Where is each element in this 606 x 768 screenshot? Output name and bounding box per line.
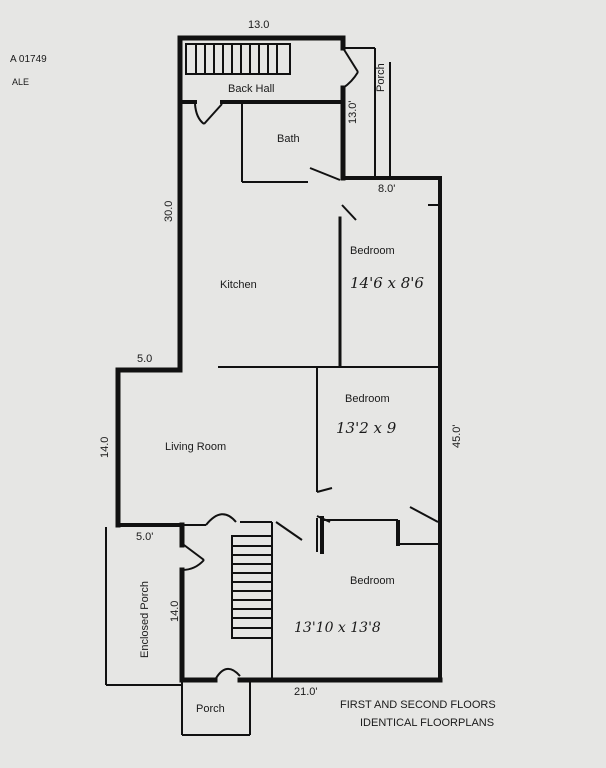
- room-bedroom-1: Bedroom: [350, 245, 395, 257]
- dim-bottom-width: 21.0': [294, 686, 318, 698]
- room-porch-bottom: Porch: [196, 703, 225, 715]
- main-stairs: [231, 535, 273, 639]
- exterior-walls: [115, 35, 443, 683]
- doors: [181, 47, 440, 681]
- dim-porch-step-width: 5.0': [136, 531, 153, 543]
- caption-line2: IDENTICAL FLOORPLANS: [360, 717, 494, 729]
- room-bath: Bath: [277, 133, 300, 145]
- caption-line1: FIRST AND SECOND FLOORS: [340, 699, 496, 711]
- room-kitchen: Kitchen: [220, 279, 257, 291]
- room-bedroom-2: Bedroom: [345, 393, 390, 405]
- room-living-room: Living Room: [165, 441, 226, 453]
- room-porch-top: Porch: [375, 63, 387, 92]
- dim-top-width: 13.0: [248, 19, 269, 31]
- dim-bedroom1-width: 8.0': [378, 183, 395, 195]
- dim-total-length: 45.0': [451, 424, 463, 448]
- room-enclosed-porch: Enclosed Porch: [139, 581, 151, 658]
- dim-back-hall-depth: 13.0': [347, 100, 359, 124]
- dim-step-width: 5.0: [137, 353, 152, 365]
- corner-note-line2: ALE: [12, 77, 29, 87]
- dim-living-depth: 14.0: [99, 437, 111, 458]
- room-bedroom-2-size: 13'2 x 9: [336, 419, 397, 437]
- interior-walls: [105, 47, 440, 736]
- room-bedroom-3-size: 13'10 x 13'8: [294, 620, 381, 636]
- room-back-hall: Back Hall: [228, 83, 274, 95]
- back-hall-stairs: [185, 43, 291, 75]
- corner-note-line1: A 01749: [10, 54, 47, 65]
- dim-enclosed-depth: 14.0: [169, 601, 181, 622]
- room-bedroom-3: Bedroom: [350, 575, 395, 587]
- dim-kitchen-length: 30.0: [163, 201, 175, 222]
- room-bedroom-1-size: 14'6 x 8'6: [350, 274, 424, 292]
